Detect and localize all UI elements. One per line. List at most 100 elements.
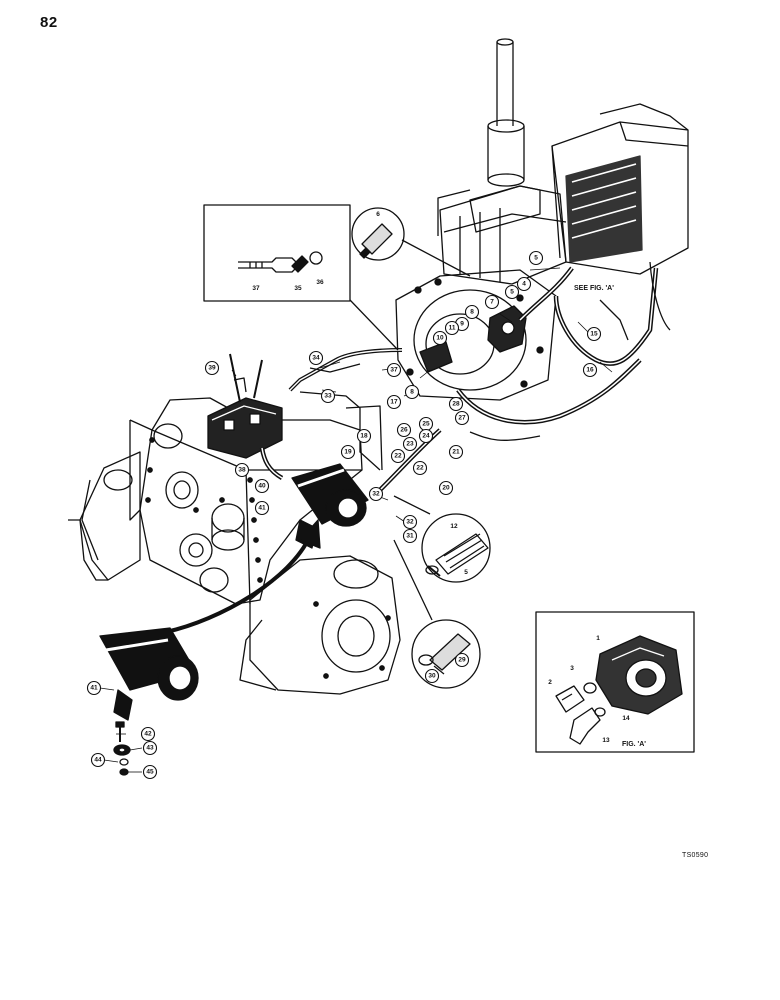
ref-1: 1: [596, 635, 600, 642]
svg-text:40: 40: [258, 483, 266, 490]
callout-11: 11: [444, 320, 460, 336]
svg-text:7: 7: [490, 299, 494, 306]
svg-text:20: 20: [442, 485, 450, 492]
filter-exploded-view: [99, 627, 199, 776]
svg-text:34: 34: [312, 355, 320, 362]
control-valve: [207, 353, 283, 459]
hydraulic-lines: [259, 261, 671, 492]
drawing-code: TS0590: [682, 852, 709, 859]
ref-35: 35: [294, 285, 302, 292]
svg-text:21: 21: [452, 449, 460, 456]
fig-a-label: FIG. 'A': [622, 741, 646, 748]
rear-drive-housing: [239, 555, 401, 695]
callout-30: 30: [424, 668, 440, 684]
callout-45: 45: [142, 764, 158, 780]
callout-43: 43: [142, 740, 158, 756]
see-fig-a-text: SEE FIG. 'A': [574, 285, 614, 292]
callout-4: 4: [516, 276, 532, 292]
axle-output-housing: [68, 451, 141, 581]
svg-text:30: 30: [428, 673, 436, 680]
callout-15: 15: [586, 326, 602, 342]
svg-text:45: 45: [146, 769, 154, 776]
svg-text:37: 37: [390, 367, 398, 374]
svg-text:11: 11: [449, 325, 456, 332]
callout-34: 34: [308, 350, 324, 366]
callout-group: 4 5 5 7 8 9 11 10 15 16 37 34 33 39 17 8…: [86, 250, 602, 780]
svg-text:25: 25: [422, 421, 430, 428]
ref-5: 5: [464, 569, 468, 576]
callout-24: 24: [418, 428, 434, 444]
svg-text:41: 41: [90, 685, 98, 692]
callout-38: 38: [234, 462, 250, 478]
callout-41b: 41: [86, 680, 102, 696]
svg-text:9: 9: [460, 321, 464, 328]
callout-10: 10: [432, 330, 448, 346]
detail-frame-fittings: [203, 204, 399, 351]
svg-text:32: 32: [372, 491, 380, 498]
callout-8: 8: [464, 304, 480, 320]
callout-31: 31: [402, 528, 418, 544]
ref-3: 3: [570, 665, 574, 672]
radiator-assembly: [551, 103, 689, 275]
flywheel-housing: [395, 269, 557, 401]
svg-text:33: 33: [324, 393, 332, 400]
callout-23: 23: [402, 436, 418, 452]
callout-29: 29: [454, 652, 470, 668]
callout-8b: 8: [404, 384, 420, 400]
callout-32: 32: [368, 486, 384, 502]
ref-36: 36: [316, 279, 324, 286]
svg-text:38: 38: [238, 467, 246, 474]
svg-text:43: 43: [146, 745, 154, 752]
svg-text:44: 44: [94, 757, 102, 764]
plain-reference-numbers: 6 37 35 36 12 5 1 3 2 14 13: [252, 211, 630, 744]
svg-text:31: 31: [406, 533, 414, 540]
callout-41a: 41: [254, 500, 270, 516]
svg-text:17: 17: [390, 399, 398, 406]
callout-39: 39: [204, 360, 220, 376]
callout-27: 27: [454, 410, 470, 426]
ref-14: 14: [622, 715, 630, 722]
svg-text:27: 27: [458, 415, 466, 422]
callout-22b: 22: [412, 460, 428, 476]
callout-28: 28: [448, 396, 464, 412]
svg-text:41: 41: [258, 505, 266, 512]
detail-fitting-12: [393, 495, 491, 583]
page-number: 82: [40, 14, 58, 31]
ref-6: 6: [376, 211, 380, 218]
svg-text:32: 32: [406, 519, 414, 526]
see-fig-a-label: SEE FIG. 'A': [574, 285, 614, 292]
ref-37: 37: [252, 285, 260, 292]
svg-text:24: 24: [422, 433, 430, 440]
engine-block: [437, 185, 567, 285]
svg-text:5: 5: [510, 289, 514, 296]
ref-2: 2: [548, 679, 552, 686]
callout-18: 18: [356, 428, 372, 444]
svg-text:8: 8: [410, 389, 414, 396]
exhaust-stack: [487, 38, 525, 187]
callout-37: 37: [386, 362, 402, 378]
callout-21: 21: [448, 444, 464, 460]
svg-text:16: 16: [586, 367, 594, 374]
callout-7: 7: [484, 294, 500, 310]
callout-44: 44: [90, 752, 106, 768]
hydraulic-pump: [419, 305, 527, 373]
svg-text:26: 26: [400, 427, 408, 434]
svg-text:28: 28: [452, 401, 460, 408]
svg-text:19: 19: [344, 449, 352, 456]
svg-text:39: 39: [208, 365, 216, 372]
fig-a-frame: [535, 611, 695, 753]
svg-text:22: 22: [416, 465, 424, 472]
callout-19: 19: [340, 444, 356, 460]
callout-42: 42: [140, 726, 156, 742]
callout-25: 25: [418, 416, 434, 432]
detail-fitting-6: [351, 207, 471, 277]
svg-text:10: 10: [436, 335, 444, 342]
callout-22: 22: [390, 448, 406, 464]
callout-26: 26: [396, 422, 412, 438]
svg-text:18: 18: [360, 433, 368, 440]
callout-5b: 5: [504, 284, 520, 300]
ref-13: 13: [602, 737, 610, 744]
callout-33: 33: [320, 388, 336, 404]
svg-text:4: 4: [522, 281, 526, 288]
